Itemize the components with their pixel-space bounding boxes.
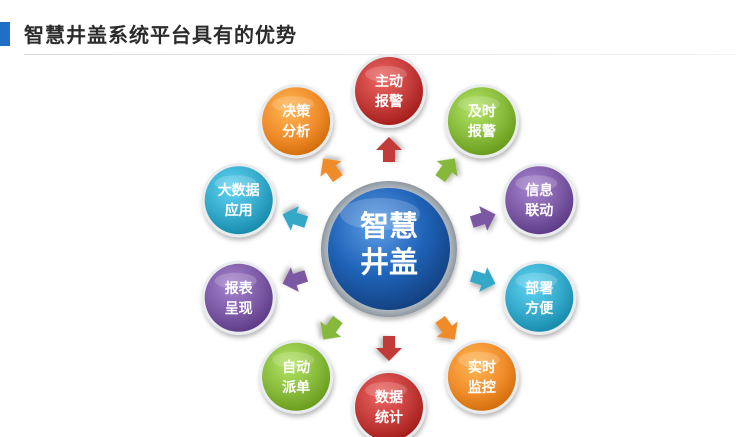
node-4-label-1: 部署: [525, 280, 553, 297]
arrow-6: [376, 336, 402, 361]
node-2-label-1: 及时: [468, 103, 496, 120]
title-accent-bar: [0, 22, 10, 46]
arrow-7: [320, 315, 343, 340]
node-10-highlight: [272, 96, 315, 113]
node-6-label-1: 数据: [375, 389, 403, 406]
node-3-label-1: 信息: [525, 182, 553, 199]
node-3-circle: [505, 166, 574, 235]
node-6-label-2: 统计: [375, 409, 403, 426]
node-10-circle: [262, 87, 331, 156]
node-5-label-1: 实时: [468, 359, 496, 376]
node-4-circle: [505, 263, 574, 332]
node-9-highlight: [214, 175, 257, 192]
center-hub-line-2: 井盖: [360, 245, 418, 279]
node-7-circle: [262, 342, 331, 411]
node-9-label-1: 大数据: [218, 182, 260, 199]
node-2-label-2: 报警: [468, 123, 496, 140]
title-bar: 智慧井盖系统平台具有的优势: [0, 0, 750, 62]
node-6-highlight: [365, 382, 407, 398]
title-divider: [24, 54, 736, 55]
node-7-label-1: 自动: [282, 359, 310, 376]
arrow-4: [469, 267, 496, 292]
center-hub: 智慧 井盖: [321, 181, 457, 317]
node-9-circle: [204, 166, 273, 235]
node-6-circle: [355, 373, 423, 437]
node-3-highlight: [515, 175, 558, 192]
node-8-label-1: 报表: [225, 280, 254, 297]
node-2-highlight: [457, 96, 500, 113]
nodes-layer: 主动报警及时报警信息联动部署方便实时监控数据统计自动派单报表呈现大数据应用决策分…: [201, 54, 577, 437]
node-7-label-2: 派单: [282, 379, 310, 396]
center-hub-highlight: [340, 198, 420, 230]
arrow-1: [376, 137, 402, 162]
node-1-label-1: 主动: [375, 73, 403, 90]
node-2-circle: [447, 87, 516, 156]
center-hub-line-1: 智慧: [360, 209, 418, 243]
node-1-label-2: 报警: [375, 93, 403, 110]
node-5-circle: [447, 342, 516, 411]
arrow-3: [469, 206, 496, 231]
node-4-highlight: [515, 272, 558, 289]
node-10-label-1: 决策: [282, 103, 311, 120]
node-8-highlight: [214, 272, 257, 289]
node-4-label-2: 方便: [525, 300, 554, 317]
node-5-label-2: 监控: [468, 379, 496, 396]
page-title: 智慧井盖系统平台具有的优势: [24, 23, 297, 47]
node-1-circle: [355, 57, 423, 125]
node-8-label-2: 呈现: [225, 301, 253, 317]
node-9-label-2: 应用: [225, 202, 253, 219]
arrow-5: [435, 315, 458, 340]
node-1-highlight: [365, 66, 407, 82]
arrow-10: [320, 158, 343, 183]
node-8-circle: [204, 263, 273, 332]
arrow-9: [282, 206, 309, 231]
node-3-label-2: 联动: [525, 202, 553, 219]
node-5-highlight: [457, 351, 500, 368]
center-hub-circle: [328, 188, 450, 310]
arrows-layer: [282, 137, 496, 361]
arrow-2: [435, 158, 458, 183]
node-7-highlight: [272, 351, 315, 368]
node-10-label-2: 分析: [282, 123, 310, 140]
arrow-8: [282, 267, 309, 292]
